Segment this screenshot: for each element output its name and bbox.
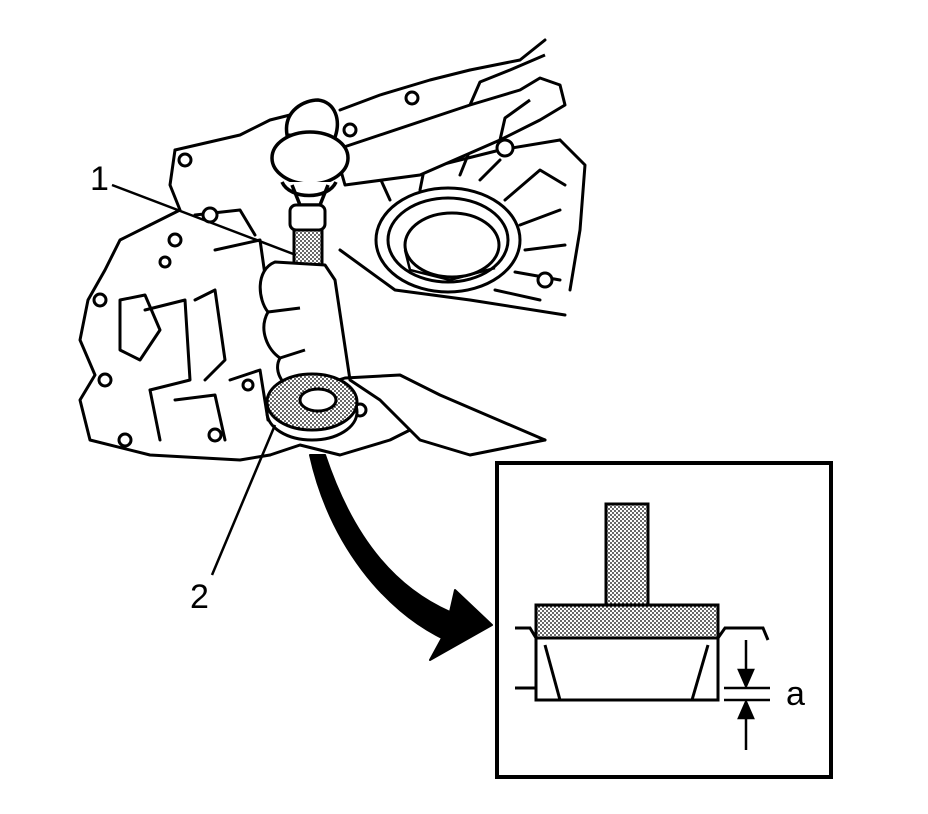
hammer <box>270 98 350 207</box>
inset-installer-plate <box>534 603 720 640</box>
dimension-a <box>724 640 770 750</box>
drive-handle <box>288 203 327 272</box>
lower-hand <box>258 260 547 457</box>
detail-inset: a <box>495 461 833 779</box>
leader-line-1 <box>111 183 297 257</box>
detail-arrow <box>309 454 493 661</box>
leader-line-2 <box>210 424 277 576</box>
inset-housing <box>515 626 770 702</box>
callout-1: 1 <box>90 160 109 198</box>
bearing-bore <box>374 186 522 294</box>
inset-seal <box>543 644 710 701</box>
inset-shaft <box>604 502 650 608</box>
bolt-holes <box>92 90 554 448</box>
upper-hand <box>333 53 567 187</box>
seal-installer <box>265 372 359 442</box>
callout-a: a <box>786 675 805 713</box>
callout-2: 2 <box>190 578 209 616</box>
